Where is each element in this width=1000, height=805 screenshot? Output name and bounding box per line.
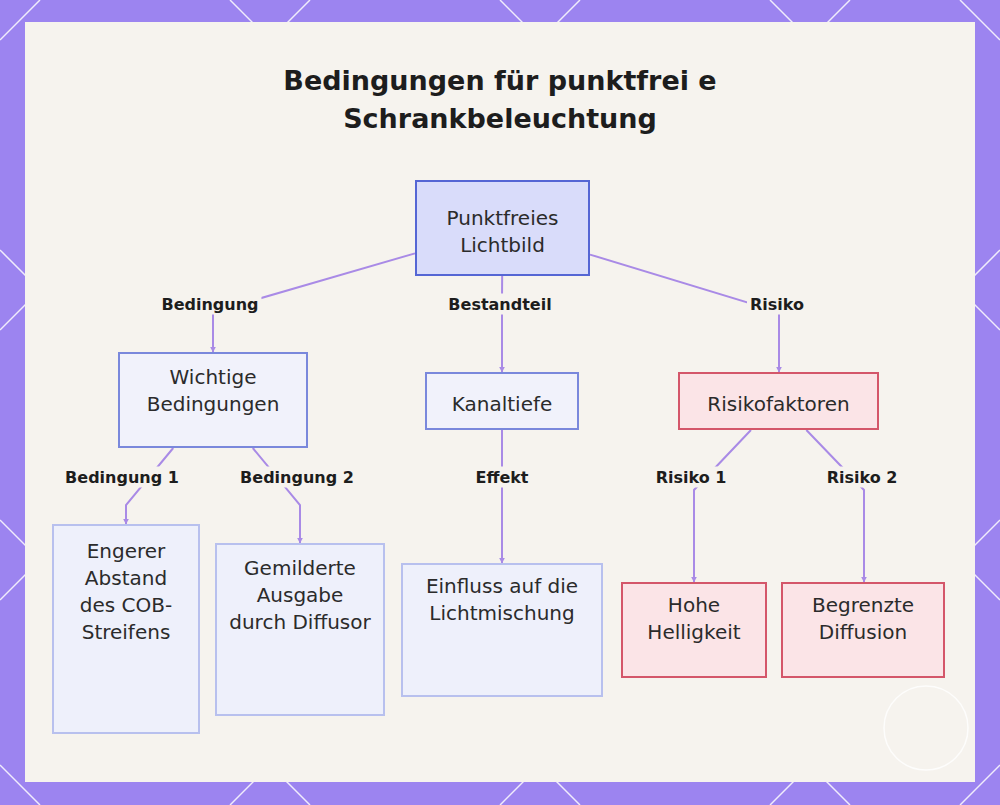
concept-box: Punktfreies Lichtbild	[415, 180, 590, 276]
concept-box: Kanaltiefe	[425, 372, 579, 430]
edge-label: Risiko 1	[653, 467, 730, 488]
node-text: Engerer Abstand des COB-Streifens	[54, 538, 198, 646]
connector	[501, 430, 503, 563]
node-text: Punktfreies Lichtbild	[417, 205, 588, 259]
concept-box: Einfluss auf die Lichtmischung	[401, 563, 603, 697]
connector	[501, 276, 503, 372]
connector	[806, 430, 864, 582]
edge-label: Bedingung	[158, 294, 261, 315]
edge-label: Effekt	[472, 467, 531, 488]
logo-circle	[884, 686, 968, 770]
node-text: Einfluss auf die Lichtmischung	[403, 573, 601, 627]
node-text: Gemilderte Ausgabe durch Diffusor	[217, 555, 383, 636]
edge-label: Bedingung 2	[237, 467, 357, 488]
node-text: Kanaltiefe	[442, 391, 563, 418]
concept-box: Gemilderte Ausgabe durch Diffusor	[215, 543, 385, 716]
diagram-title: Bedingungen für punktfrei e Schrankbeleu…	[200, 62, 800, 138]
edge-label: Bedingung 1	[62, 467, 182, 488]
risk-box: Hohe Helligkeit	[621, 582, 767, 678]
node-text: Risikofaktoren	[697, 391, 859, 418]
risk-box: Risikofaktoren	[678, 372, 879, 430]
concept-box: Wichtige Bedingungen	[118, 352, 308, 448]
edge-label: Risiko	[747, 294, 807, 315]
connector	[253, 448, 300, 543]
concept-box: Engerer Abstand des COB-Streifens	[52, 524, 200, 734]
edge-label: Bestandteil	[445, 294, 554, 315]
risk-box: Begrenzte Diffusion	[781, 582, 945, 678]
node-text: Wichtige Bedingungen	[120, 364, 306, 418]
edge-label: Risiko 2	[824, 467, 901, 488]
node-text: Begrenzte Diffusion	[783, 592, 943, 646]
node-text: Hohe Helligkeit	[623, 592, 765, 646]
connector	[694, 430, 751, 582]
